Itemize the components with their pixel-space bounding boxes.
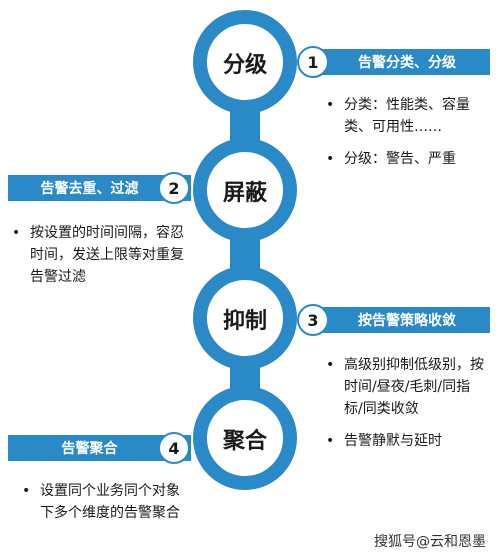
step-1-bullet: 分级：警告、严重 — [326, 148, 476, 170]
step-3-banner: 按告警策略收敛 — [304, 307, 490, 333]
step-1-title: 分级 — [222, 53, 267, 78]
step-3-bullets: 高级别抑制低级别，按时间/昼夜/毛刺/同指标/同类收敛 告警静默与延时 — [326, 354, 486, 462]
step-1-banner: 告警分类、分级 — [304, 49, 490, 75]
step-3-number-badge: 3 — [297, 304, 329, 336]
step-4-number-badge: 4 — [158, 432, 190, 464]
step-3-bullet: 告警静默与延时 — [326, 430, 486, 452]
step-1-bullet: 分类：性能类、容量类、可用性…… — [326, 94, 476, 138]
ring-1 — [193, 10, 297, 114]
ring-4 — [193, 386, 297, 490]
step-1-bullets: 分类：性能类、容量类、可用性…… 分级：警告、严重 — [326, 94, 476, 180]
ring-2 — [193, 138, 297, 242]
step-2-title: 屏蔽 — [222, 181, 267, 206]
step-4-title: 聚合 — [222, 429, 267, 454]
watermark: 搜狐号@云和恩墨 — [374, 534, 486, 550]
step-3-title: 抑制 — [222, 309, 267, 334]
ring-3 — [193, 266, 297, 370]
step-4-bullet: 设置同个业务同个对象下多个维度的告警聚合 — [22, 480, 192, 524]
step-1-number-badge: 1 — [297, 46, 329, 78]
step-2-bullets: 按设置的时间间隔，容忍时间，发送上限等对重复告警过滤 — [12, 222, 192, 298]
step-2-bullet: 按设置的时间间隔，容忍时间，发送上限等对重复告警过滤 — [12, 222, 192, 288]
step-2-number-badge: 2 — [158, 172, 190, 204]
step-3-bullet: 高级别抑制低级别，按时间/昼夜/毛刺/同指标/同类收敛 — [326, 354, 486, 420]
step-4-bullets: 设置同个业务同个对象下多个维度的告警聚合 — [22, 480, 192, 534]
